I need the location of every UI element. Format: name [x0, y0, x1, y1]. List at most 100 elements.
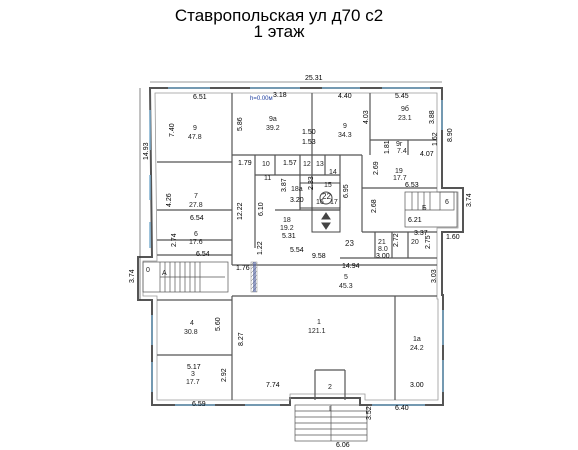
dim-531: 5.31: [282, 233, 296, 240]
dim-374-right: 3.74: [466, 193, 473, 207]
dim-left-total: 14.93: [143, 142, 150, 160]
room-17: 17: [330, 199, 338, 206]
dim-695: 6.95: [343, 184, 350, 198]
dim-621: 6.21: [408, 217, 422, 224]
dim-162: 1.62: [432, 132, 439, 146]
dim-1494: 14.94: [342, 263, 360, 270]
dim-r9a-width: 3.18: [273, 92, 287, 99]
dim-958: 9.58: [312, 253, 326, 260]
dim-292: 2.92: [221, 368, 228, 382]
dim-r9v-width: 5.45: [395, 93, 409, 100]
room-9b-number: 9: [343, 123, 347, 130]
room-21-number: 21: [378, 239, 386, 246]
room-12: 12: [303, 161, 311, 168]
room-9g-area: 7.4: [397, 148, 407, 155]
dim-403: 4.03: [363, 110, 370, 124]
room-9g-number: 9г: [396, 141, 403, 148]
room-22: 22: [322, 192, 331, 201]
dim-337: 3.37: [414, 230, 428, 237]
dim-233: 2.33: [308, 176, 315, 190]
floor-label: 1 этаж: [253, 22, 305, 41]
room-7-number: 7: [194, 193, 198, 200]
room-19-number: 19: [395, 168, 403, 175]
entrance-steps: [294, 404, 368, 442]
room-18-number: 18: [283, 217, 291, 224]
dim-176: 1.76: [236, 265, 250, 272]
dim-top-total: 25.31: [305, 75, 323, 82]
dim-122: 1.22: [257, 241, 264, 255]
room-18a: 18а: [291, 186, 303, 193]
dim-274: 2.74: [171, 233, 178, 247]
dim-426: 4.26: [166, 193, 173, 207]
room-4-area: 30.8: [184, 329, 198, 336]
dim-560: 5.60: [215, 317, 222, 331]
room-6-number: 6: [194, 231, 198, 238]
room-18-area: 19.2: [280, 225, 294, 232]
plan-title: Ставропольская ул д70 с2: [174, 6, 384, 25]
room-9v-number: 9б: [401, 105, 409, 113]
room-6-area: 17.6: [189, 239, 203, 246]
dim-352: 3.52: [366, 406, 373, 420]
dim-181: 1.81: [384, 140, 391, 154]
room-7-area: 27.8: [189, 202, 203, 209]
dim-554: 5.54: [290, 247, 304, 254]
dim-275: 2.75: [425, 235, 432, 249]
room-9b-area: 34.3: [338, 132, 352, 139]
dim-374-left: 3.74: [129, 269, 136, 283]
room-4-number: 4: [190, 320, 194, 327]
stair-b-label: Б: [422, 205, 427, 212]
dim-827: 8.27: [238, 332, 245, 346]
dim-269: 2.69: [373, 161, 380, 175]
dim-1222: 12.22: [237, 202, 244, 220]
dim-517: 5.17: [187, 364, 201, 371]
dim-272: 2.72: [393, 233, 400, 247]
dim-740: 7.40: [169, 123, 176, 137]
room-13: 13: [316, 161, 324, 168]
dim-586: 5.86: [237, 117, 244, 131]
dim-774: 7.74: [266, 382, 280, 389]
stair-b: [404, 191, 458, 228]
room-11: 11: [264, 175, 271, 182]
room-1-number: 1: [317, 319, 321, 326]
dim-606: 6.06: [336, 442, 350, 449]
dim-659: 6.59: [192, 401, 206, 408]
room-1-area: 121.1: [308, 328, 326, 335]
dim-890: 8.90: [447, 128, 454, 142]
room-15: 15: [324, 182, 332, 189]
dim-160: 1.60: [446, 234, 460, 241]
dim-387: 3.87: [281, 178, 288, 192]
stair-a: [142, 261, 229, 293]
dim-268: 2.68: [371, 199, 378, 213]
dim-179: 1.79: [238, 160, 252, 167]
dim-654a: 6.54: [190, 215, 204, 222]
room-3-area: 17.7: [186, 379, 200, 386]
room-5-number: 5: [344, 274, 348, 281]
room-9a-number: 9а: [269, 116, 277, 123]
room-1a-number: 1а: [413, 336, 421, 343]
room-9-number: 9: [193, 125, 197, 132]
room-16: 16: [316, 199, 324, 206]
room-3-number: 3: [191, 371, 195, 378]
dim-150: 1.50: [302, 129, 316, 136]
level-mark: h=0.00м: [250, 96, 273, 102]
room-14: 14: [329, 169, 337, 176]
dim-303: 3.03: [431, 269, 438, 283]
dim-610: 6.10: [258, 202, 265, 216]
dim-300b: 3.00: [410, 382, 424, 389]
dim-640: 6.40: [395, 405, 409, 412]
room-9v-area: 23.1: [398, 115, 412, 122]
stair-a-number: 0: [146, 267, 150, 274]
dim-653: 6.53: [405, 182, 419, 189]
room-23: 23: [345, 239, 354, 248]
dim-157: 1.57: [283, 160, 297, 167]
dim-654b: 6.54: [196, 251, 210, 258]
room-19-area: 17.7: [393, 175, 407, 182]
stair-b-number: 6: [445, 199, 449, 206]
dim-300a: 3.00: [376, 253, 390, 260]
entrance-i: I: [329, 406, 331, 413]
room-9-area: 47.8: [188, 134, 202, 141]
room-5-area: 45.3: [339, 283, 353, 290]
dim-r9-width: 6.51: [193, 94, 207, 101]
dim-r9b-width: 4.40: [338, 93, 352, 100]
room-9a-area: 39.2: [266, 125, 280, 132]
